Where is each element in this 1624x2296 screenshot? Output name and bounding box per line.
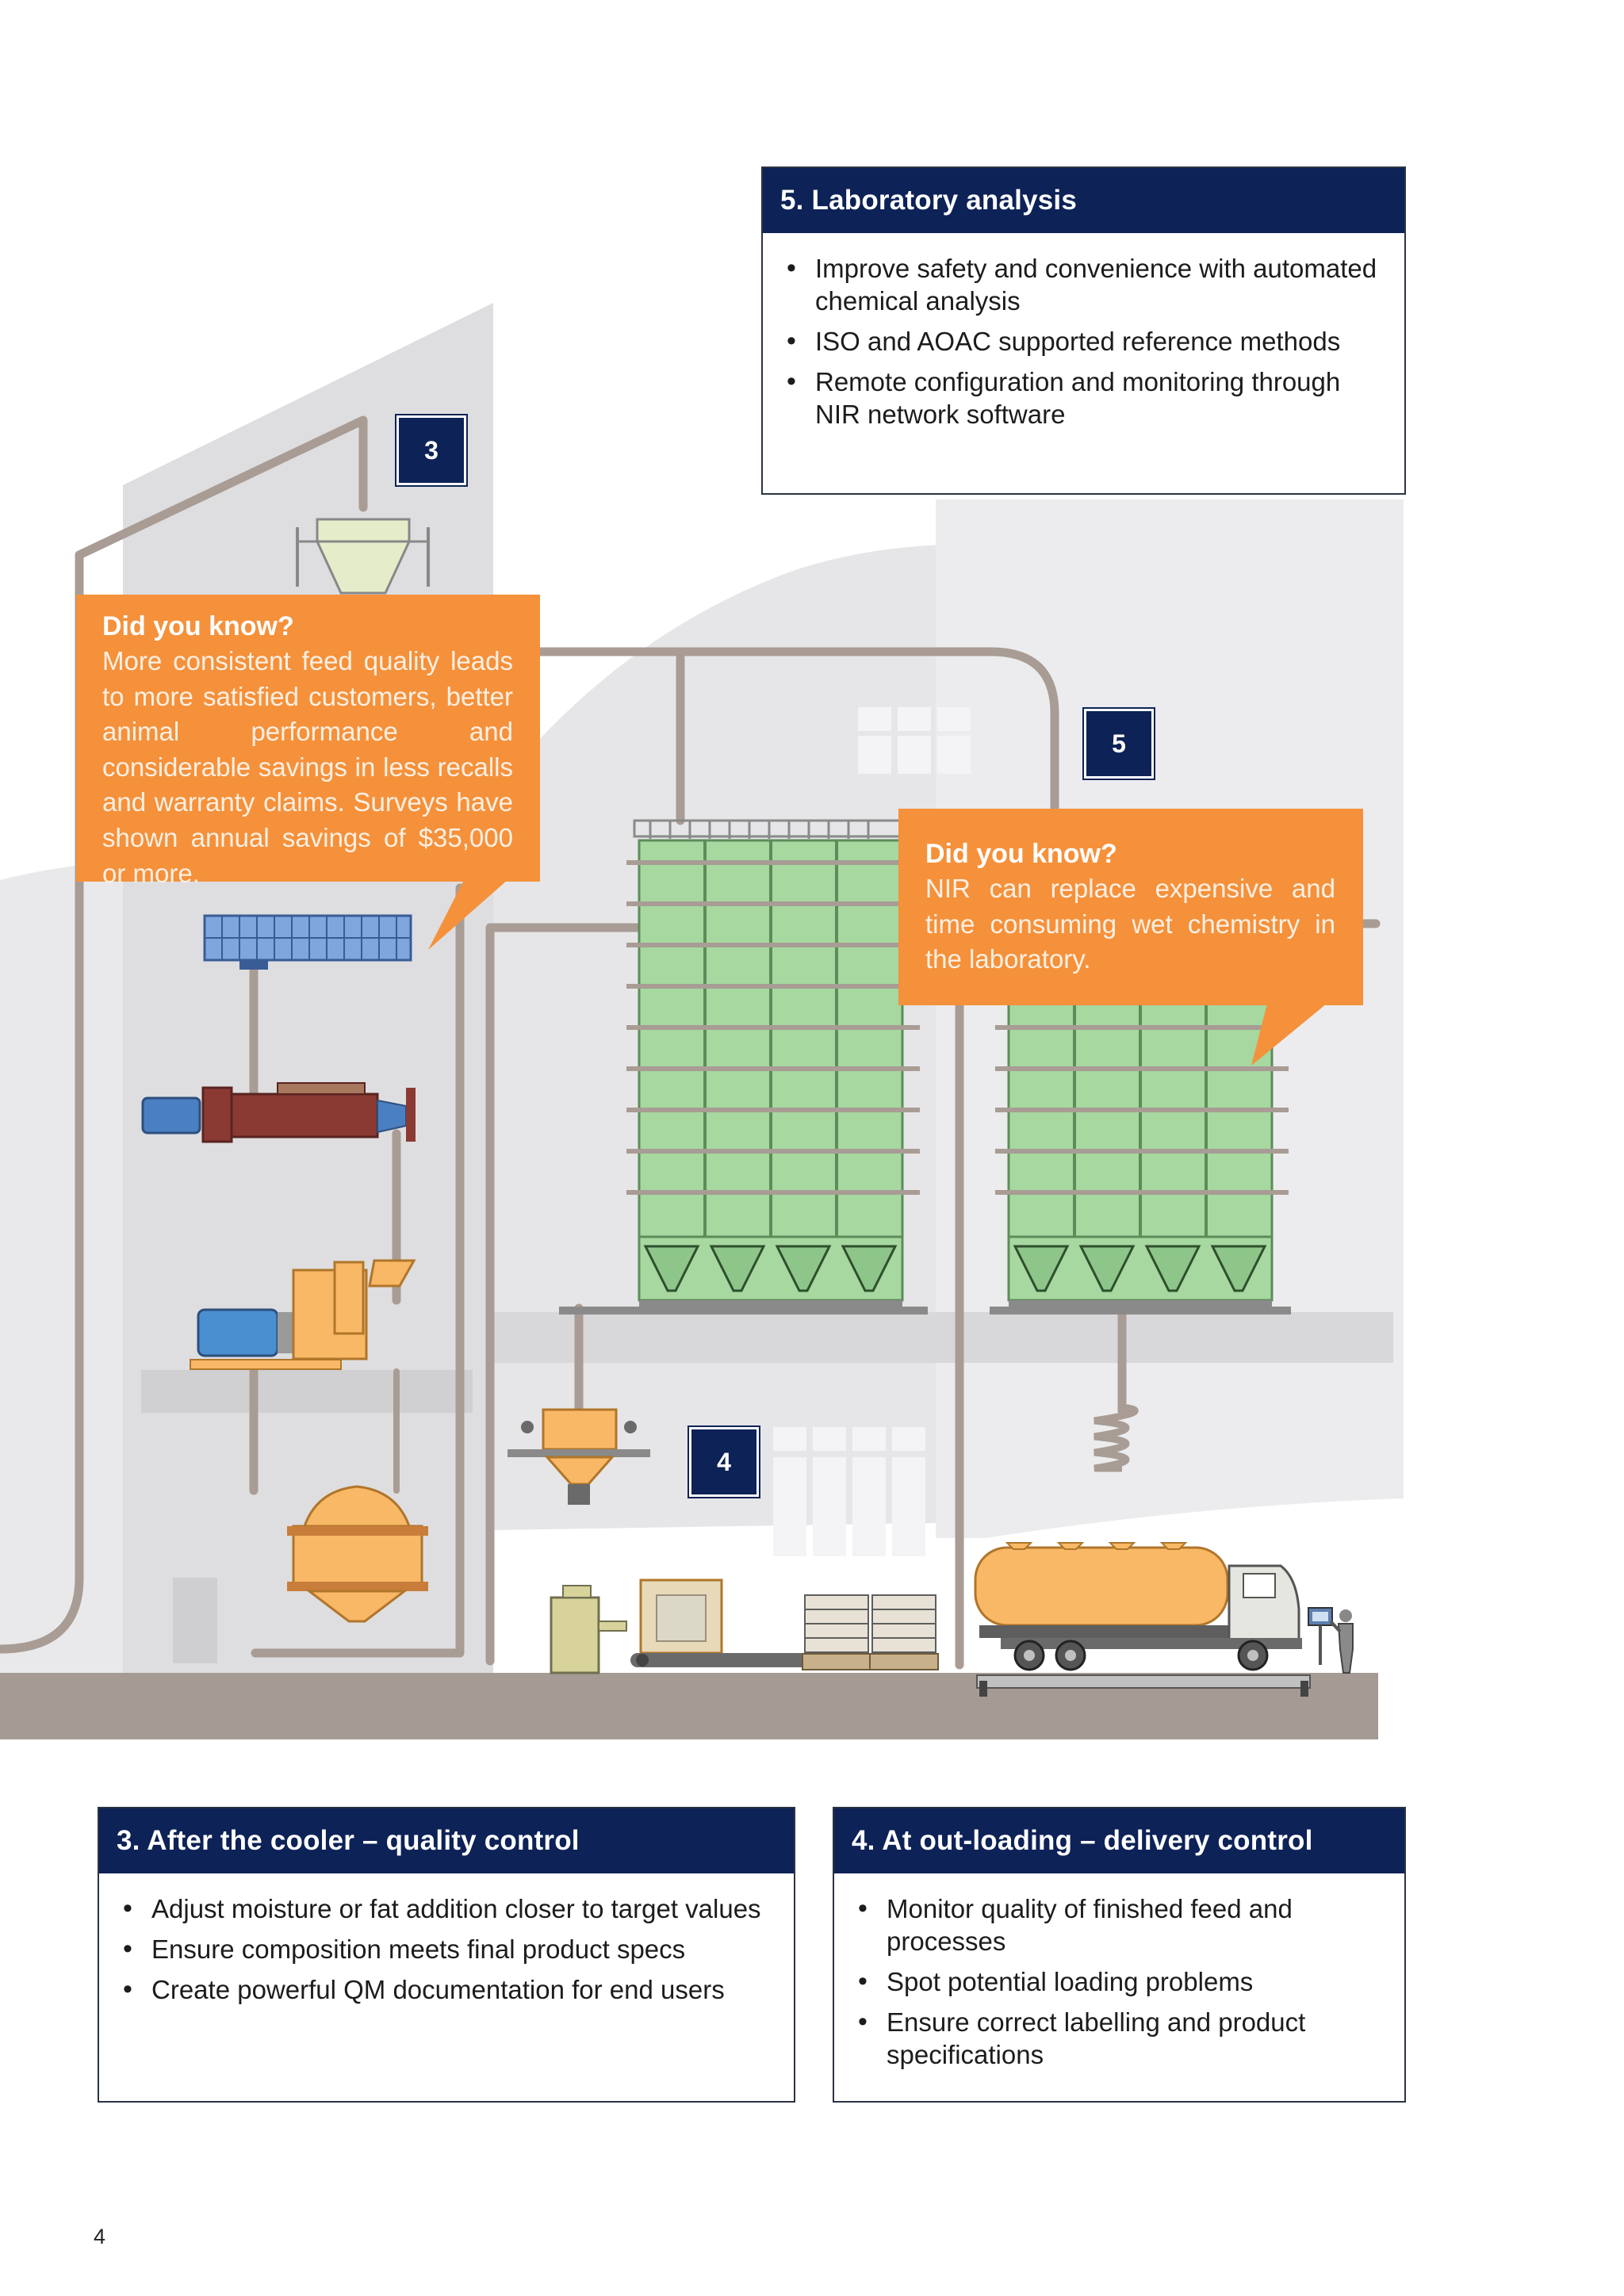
list-item: Ensure composition meets final product s… xyxy=(123,1933,770,1965)
list-item: Create powerful QM documentation for end… xyxy=(123,1973,770,2006)
step-badge-3: 3 xyxy=(395,414,468,487)
cooler-icon xyxy=(190,1259,416,1370)
pellet-mill-icon xyxy=(141,1082,416,1143)
step-badge-4: 4 xyxy=(688,1425,760,1498)
loading-spout-icon xyxy=(1094,1403,1139,1472)
panel-title: 4. At out-loading – delivery control xyxy=(834,1808,1404,1873)
list-item: Spot potential loading problems xyxy=(858,1965,1381,1998)
list-item: Monitor quality of finished feed and pro… xyxy=(858,1892,1381,1957)
operator-icon xyxy=(1308,1607,1354,1674)
truck-icon xyxy=(974,1542,1311,1697)
did-you-know-callout-left: Did you know? More consistent feed quali… xyxy=(76,595,540,888)
silo-icon xyxy=(559,819,1291,1314)
cooler-vessel-icon xyxy=(287,1485,428,1623)
lab-analysis-panel: 5. Laboratory analysis Improve safety an… xyxy=(761,166,1406,495)
list-item: Adjust moisture or fat addition closer t… xyxy=(123,1892,770,1925)
weigh-hopper-icon xyxy=(508,1408,650,1505)
list-item: Ensure correct labelling and product spe… xyxy=(858,2006,1381,2071)
list-item: Remote configuration and monitoring thro… xyxy=(787,365,1381,430)
bullet-list: Improve safety and convenience with auto… xyxy=(763,233,1404,430)
bullet-list: Monitor quality of finished feed and pro… xyxy=(834,1873,1404,2071)
panel-title: 3. After the cooler – quality control xyxy=(99,1808,794,1873)
callout-text: More consistent feed quality leads to mo… xyxy=(102,646,513,888)
callout-title: Did you know? xyxy=(925,839,1117,869)
after-cooler-panel: 3. After the cooler – quality control Ad… xyxy=(98,1807,795,2103)
conveyor-icon xyxy=(630,1578,821,1667)
pallet-icon xyxy=(802,1594,939,1670)
list-item: Improve safety and convenience with auto… xyxy=(787,252,1381,317)
conditioner-icon xyxy=(203,914,412,970)
did-you-know-callout-right: Did you know? NIR can replace expensive … xyxy=(898,809,1363,1005)
callout-pointer-left xyxy=(428,880,508,950)
callout-title: Did you know? xyxy=(102,611,294,641)
panel-title: 5. Laboratory analysis xyxy=(763,168,1404,233)
callout-text: NIR can replace expensive and time consu… xyxy=(925,874,1335,974)
bullet-list: Adjust moisture or fat addition closer t… xyxy=(99,1873,794,2006)
bagging-icon xyxy=(550,1585,627,1674)
out-loading-panel: 4. At out-loading – delivery control Mon… xyxy=(833,1807,1406,2103)
list-item: ISO and AOAC supported reference methods xyxy=(787,325,1381,358)
step-badge-5: 5 xyxy=(1082,707,1155,780)
callout-pointer-right xyxy=(1251,1004,1327,1066)
page-number: 4 xyxy=(94,2225,106,2248)
hopper-icon xyxy=(296,518,430,595)
pipes xyxy=(0,415,1381,1670)
